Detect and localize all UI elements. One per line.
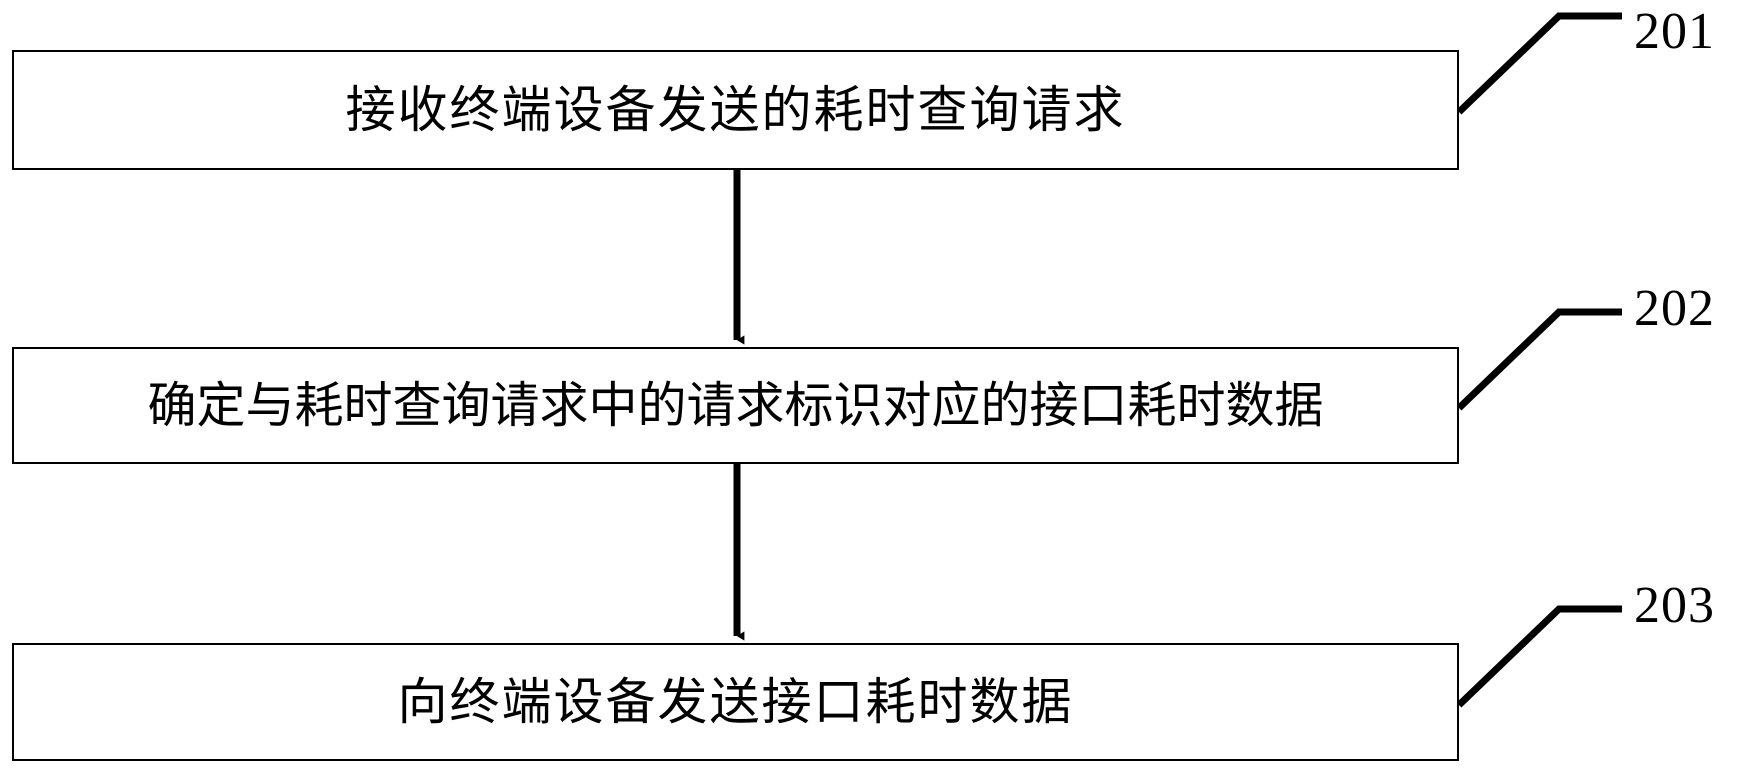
process-box-202-label: 确定与耗时查询请求中的请求标识对应的接口耗时数据 (147, 377, 1324, 433)
reference-numeral-202: 202 (1634, 280, 1715, 337)
reference-numeral-203: 203 (1634, 577, 1715, 634)
process-box-202: 确定与耗时查询请求中的请求标识对应的接口耗时数据 (12, 347, 1459, 464)
process-box-201: 接收终端设备发送的耗时查询请求 (12, 50, 1459, 170)
leader-line-202 (1456, 308, 1622, 411)
process-box-203-label: 向终端设备发送接口耗时数据 (397, 673, 1074, 730)
leader-line-203 (1456, 605, 1622, 708)
process-box-201-label: 接收终端设备发送的耗时查询请求 (345, 81, 1126, 138)
process-box-203: 向终端设备发送接口耗时数据 (12, 643, 1459, 761)
reference-numeral-201: 201 (1634, 3, 1715, 60)
leader-line-201 (1456, 12, 1622, 115)
